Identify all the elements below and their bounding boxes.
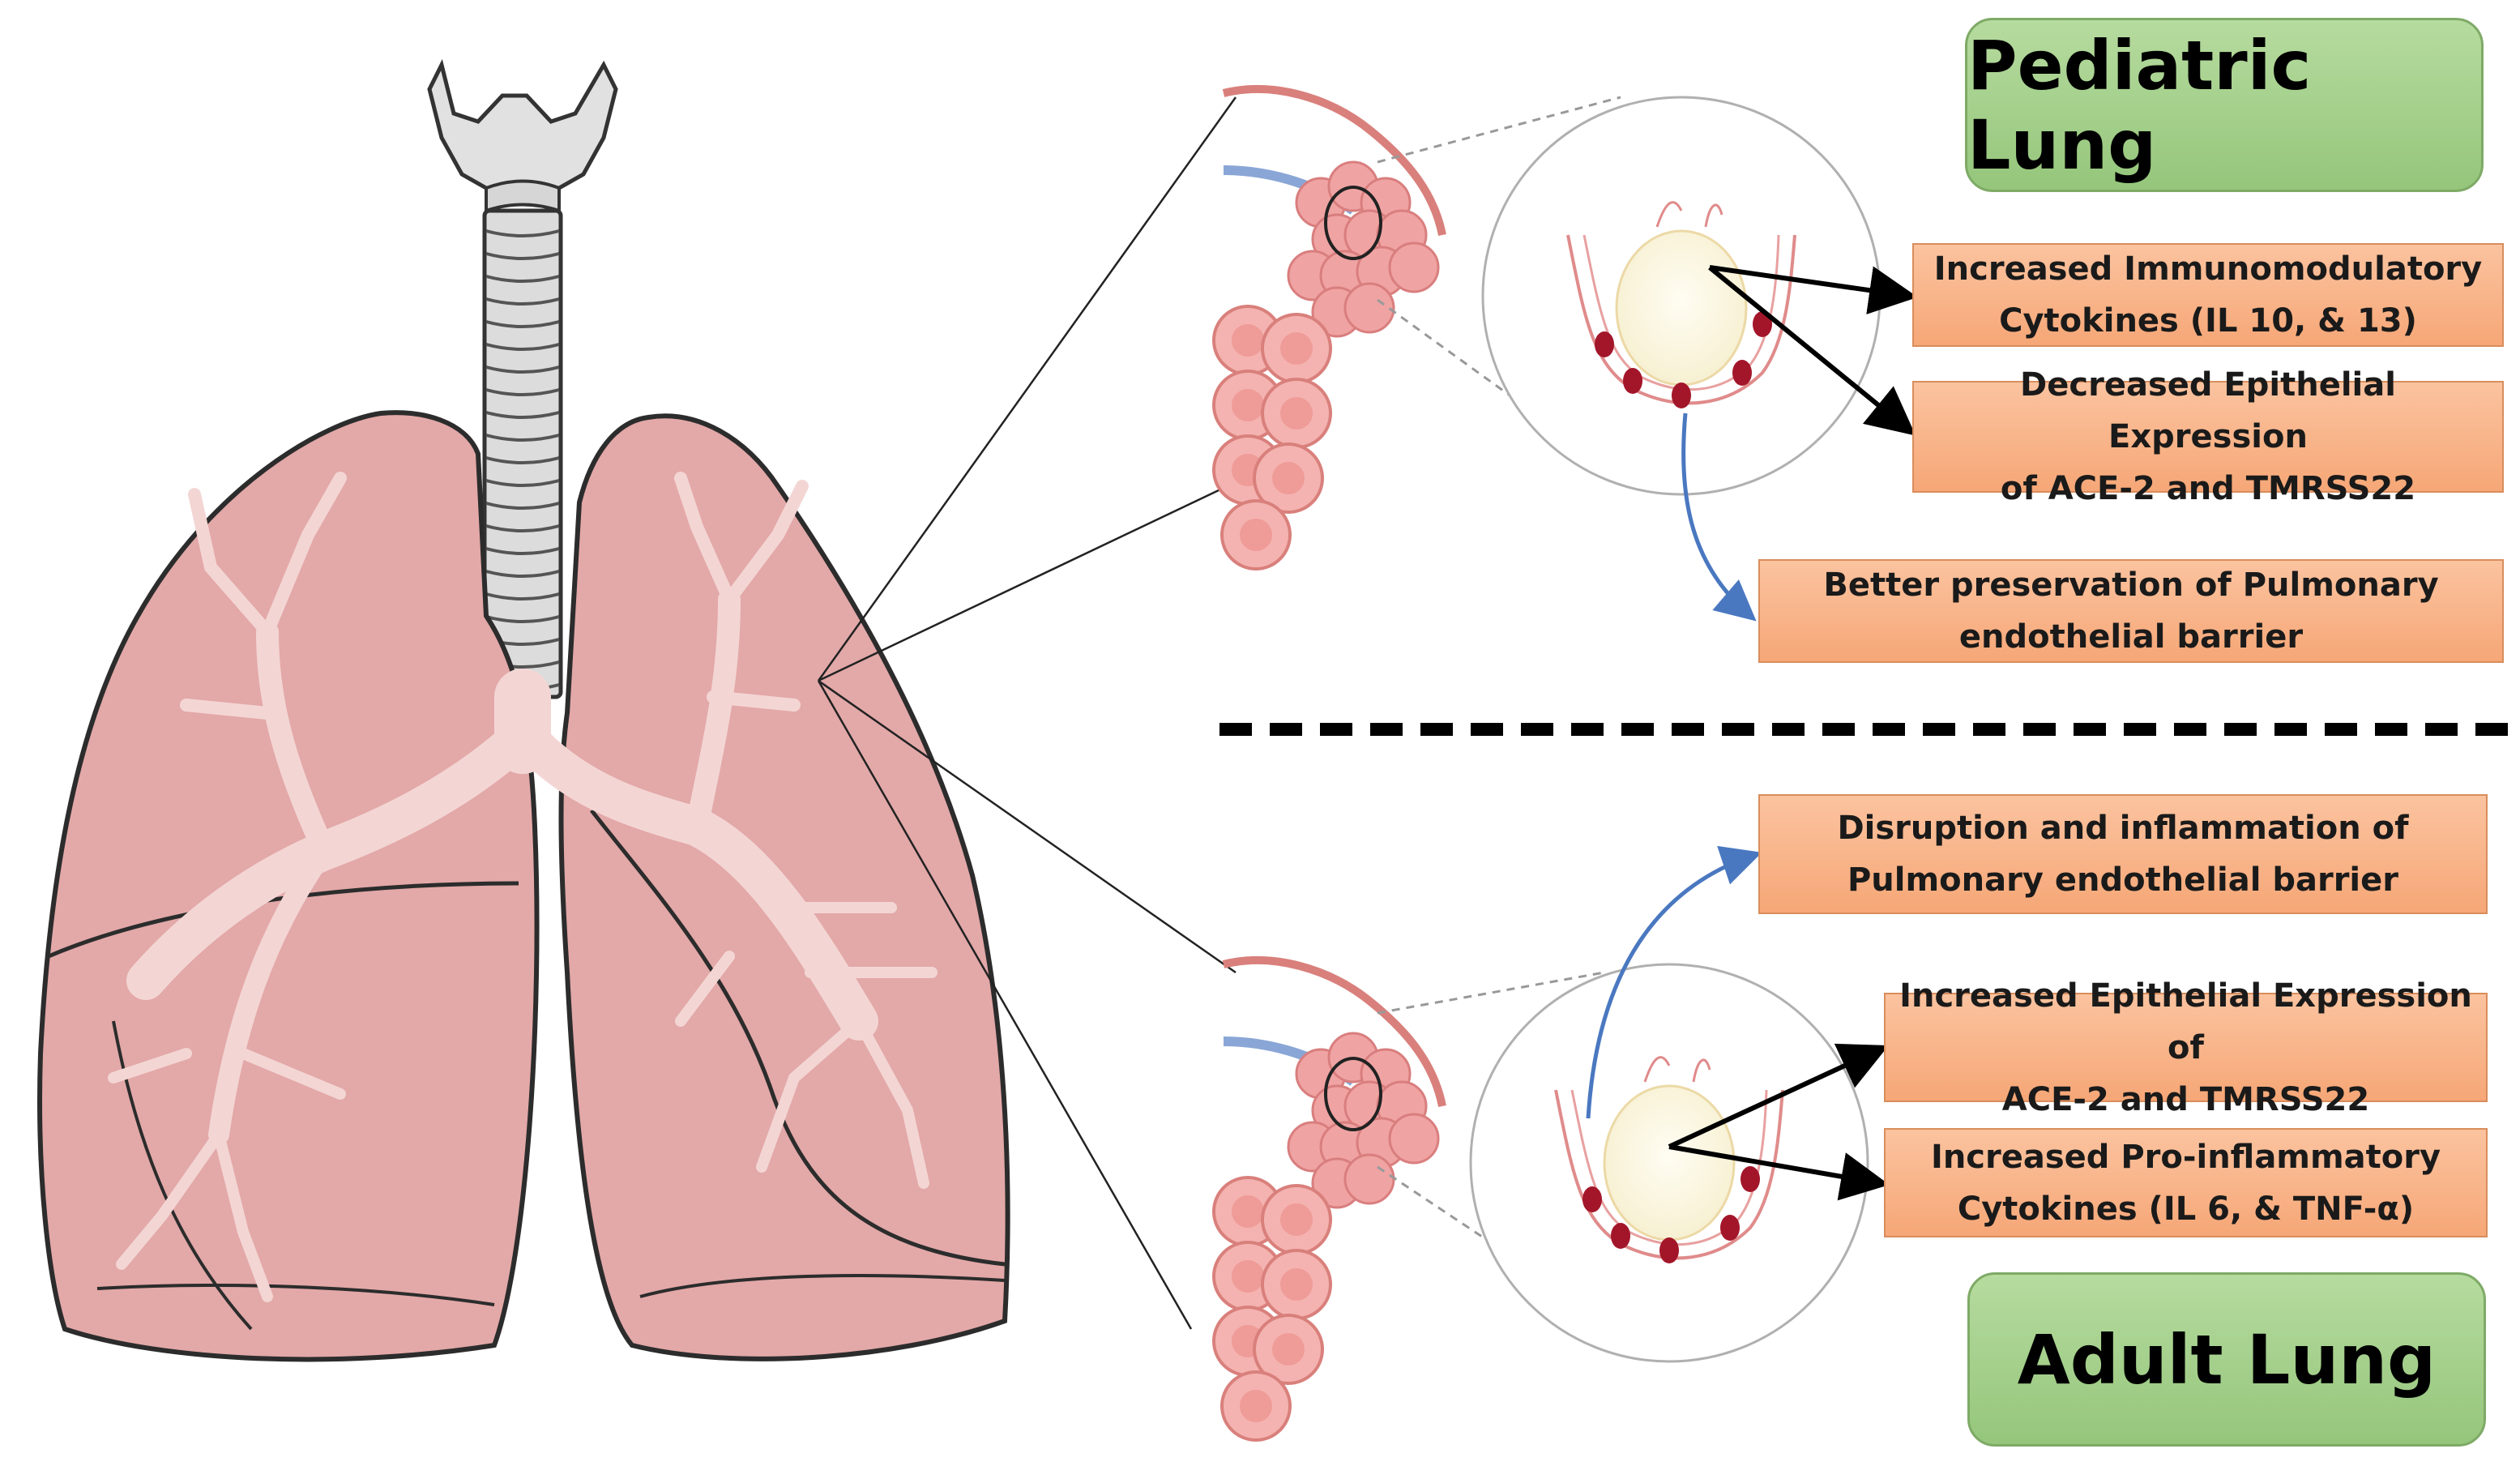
alveoli-cluster [1212,956,1446,1442]
effect-line: Decreased Epithelial Expression [2020,366,2396,455]
alveolus-closeup-top [1377,96,1881,496]
zoom-lines [817,96,1237,1330]
effect-line: ACE-2 and TMRSS22 [2001,1080,2370,1118]
effect-line: Cytokines (IL 6, & TNF-α) [1957,1190,2415,1228]
effect-line: Increased Immunomodulatory [1933,250,2483,288]
alveoli-cluster [1212,85,1446,571]
effect-line: Better preservation of Pulmonary [1823,566,2439,604]
black-arrow [1668,265,1918,1201]
effect-box-decreased-expression: Decreased Epithelial Expression of ACE-2 … [1912,366,2504,507]
effect-line: Increased Epithelial Expression of [1899,977,2472,1066]
blue-arrow [1586,412,1762,1119]
effect-line: endothelial barrier [1958,618,2304,656]
pediatric-lung-header: Pediatric Lung [1965,18,2484,192]
effect-box-disruption: Disruption and inflammation of Pulmonary … [1758,794,2488,914]
effect-line: Increased Pro-inflammatory [1930,1138,2441,1176]
effect-box-increased-expression: Increased Epithelial Expression of ACE-2 … [1884,977,2488,1118]
effect-line: Cytokines (IL 10, & 13) [1999,302,2417,340]
effect-line: Pulmonary endothelial barrier [1847,861,2398,899]
trachea [427,58,618,699]
effect-line: of ACE-2 and TMRSS22 [2000,470,2416,507]
adult-lung-header: Adult Lung [1967,1272,2486,1447]
effect-line: Disruption and inflammation of [1837,810,2409,847]
alveolus-closeup-bottom [1377,963,1869,1363]
effect-box-better-preservation: Better preservation of Pulmonary endothel… [1758,559,2504,663]
lungs-illustration [37,410,1010,1362]
